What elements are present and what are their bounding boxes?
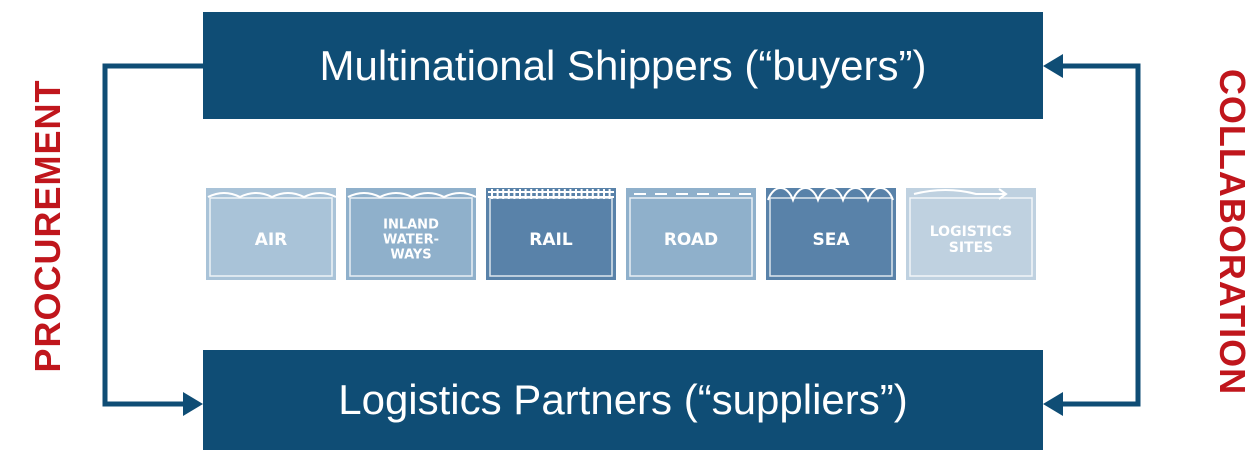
cloud-wave-icon [207,192,337,199]
mode-label: AIR [255,230,288,250]
mode-tile-4: SEA [766,187,896,280]
shippers-label: Multinational Shippers (“buyers”) [319,41,927,89]
shippers-box: Multinational Shippers (“buyers”) [203,12,1043,119]
mode-tile-3: ROAD [626,188,756,280]
collaboration-arrow [1060,63,1141,407]
partners-label: Logistics Partners (“suppliers”) [338,376,908,423]
mode-label: WAYS [390,248,431,263]
mode-tile-2: RAIL [486,188,616,280]
mode-label: SEA [812,230,850,250]
sea-wave-icon [767,187,894,203]
collaboration-arrowhead-top [1043,54,1063,78]
mode-label: WATER- [383,233,439,248]
mode-tile-0: AIR [206,188,337,280]
partners-box: Logistics Partners (“suppliers”) [203,350,1043,450]
procurement-arrowhead [183,392,203,416]
collaboration-arrowhead-bottom [1043,392,1063,416]
river-wave-icon [347,192,477,199]
procurement-arrow [102,63,203,407]
route-arrow-icon [913,188,1008,200]
mode-label: LOGISTICS [930,224,1012,240]
mode-label: RAIL [529,230,573,250]
rail-track-icon [488,189,614,199]
mode-label: ROAD [664,230,718,250]
mode-label: SITES [949,240,994,256]
mode-label: INLAND [383,218,439,233]
